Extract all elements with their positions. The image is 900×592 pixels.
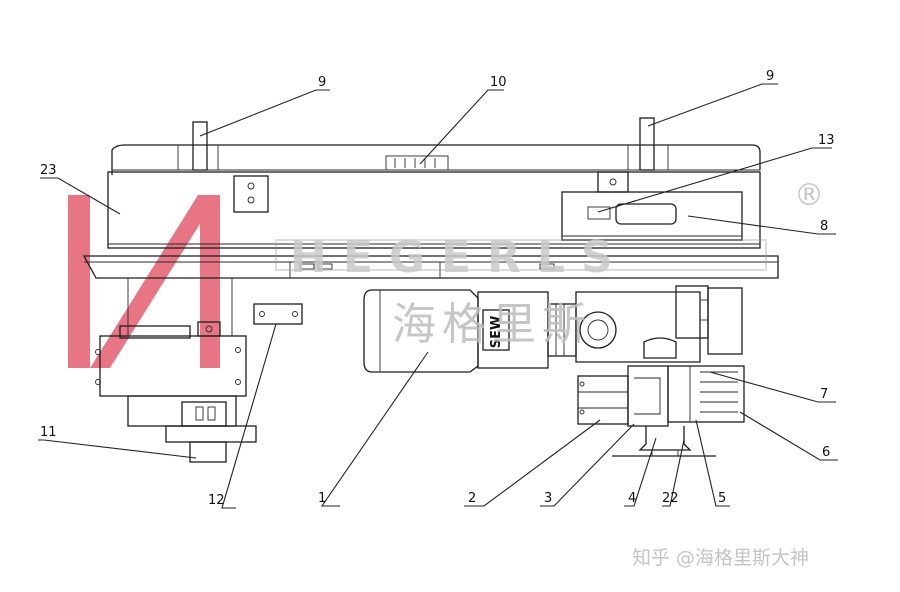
motor-nameplate — [482, 309, 510, 351]
watermark-latin-outline — [275, 239, 767, 271]
display-window — [615, 203, 677, 225]
callout-7: 7 — [820, 387, 828, 402]
watermark-logo-diagonal — [90, 195, 218, 368]
lifting-post-left — [192, 121, 208, 171]
watermark-latin: HEGERLS — [290, 232, 629, 283]
watermark-logo-right — [200, 195, 220, 368]
motor-label: SEW — [489, 316, 504, 349]
callout-4: 4 — [628, 491, 636, 506]
lifting-post-right — [639, 117, 655, 171]
gearbox — [575, 285, 743, 363]
bracket-left — [233, 175, 269, 213]
callout-3: 3 — [544, 491, 552, 506]
callout-23: 23 — [40, 163, 57, 178]
wheel-housing — [667, 365, 745, 423]
callout-numbers: 9 10 9 13 23 8 7 6 11 12 1 2 3 4 22 5 — [40, 69, 835, 508]
callout-9-right: 9 — [766, 69, 774, 84]
indicator-window — [587, 206, 611, 220]
bracket-right — [597, 171, 629, 193]
callout-5: 5 — [718, 491, 726, 506]
connector-strip — [385, 155, 449, 171]
wheel-assembly — [577, 337, 745, 457]
callout-6: 6 — [822, 445, 830, 460]
callout-13: 13 — [818, 133, 835, 148]
watermark-registered-mark: ® — [794, 178, 824, 213]
rail-beam — [82, 255, 779, 279]
left-carriage — [95, 278, 303, 463]
callout-2: 2 — [468, 491, 476, 506]
control-box — [561, 191, 743, 241]
wheel-hub — [643, 337, 677, 359]
mounting-bracket — [253, 303, 303, 325]
callout-11: 11 — [40, 425, 57, 440]
watermark-logo — [68, 195, 220, 368]
callout-9-left: 9 — [318, 75, 326, 90]
guide-block — [577, 375, 629, 425]
watermark-cjk: 海格里斯 — [392, 299, 592, 350]
callout-8: 8 — [820, 219, 828, 234]
watermark-logo-left — [68, 195, 90, 368]
source-credit: 知乎 @海格里斯大神 — [632, 547, 810, 569]
callout-1: 1 — [318, 491, 326, 506]
callout-22: 22 — [662, 491, 679, 506]
callout-leaders — [38, 83, 838, 509]
callout-12: 12 — [208, 493, 225, 508]
drive-motor: SEW — [363, 289, 577, 373]
gearbox-cover — [707, 287, 743, 355]
callout-10: 10 — [490, 75, 507, 90]
main-frame — [107, 171, 761, 249]
